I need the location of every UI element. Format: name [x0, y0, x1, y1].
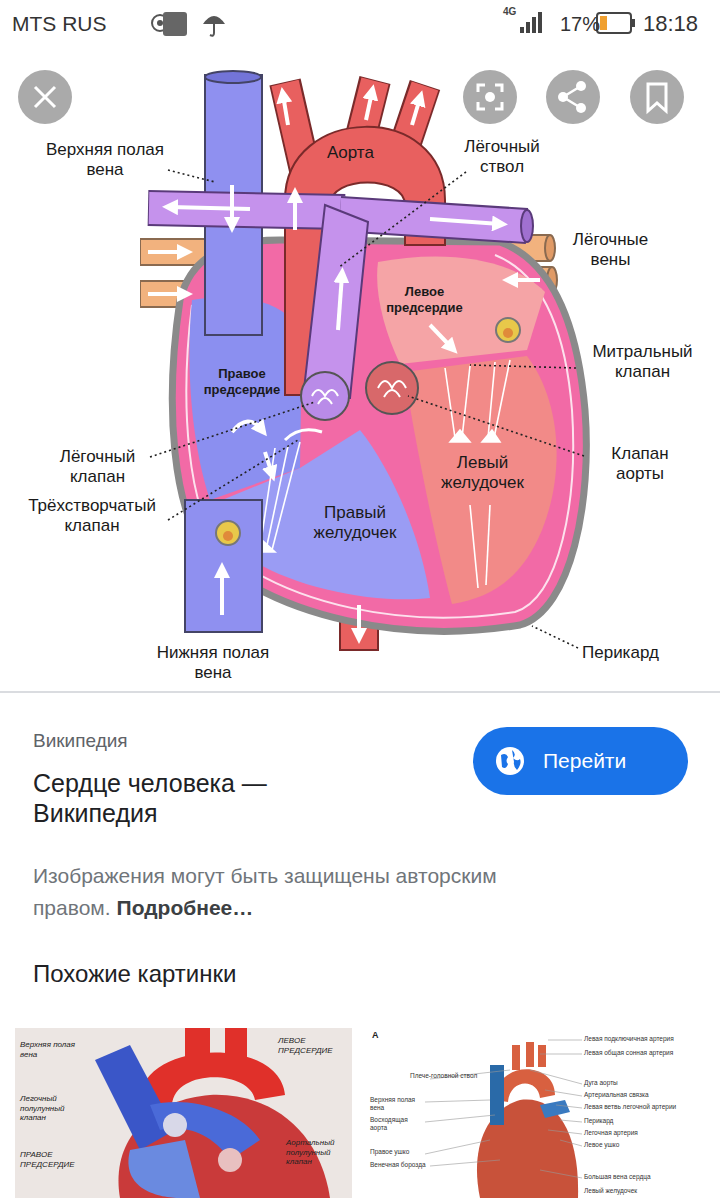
inferior-vena-cava — [185, 500, 262, 632]
valve-label: Клапан аорты — [595, 444, 685, 485]
carrier-name: MTS RUS — [12, 11, 107, 36]
vessel-label: Верхняя полая вена — [35, 140, 175, 181]
vessel-label: Аорта — [327, 143, 374, 163]
thumbnail-label: Левая подключичная артерия — [584, 1035, 702, 1043]
thumbnail-label: Легочная артерия — [584, 1129, 702, 1137]
thumbnail-label: Большая вена сердца — [584, 1173, 702, 1181]
thumbnail-2 — [368, 1028, 705, 1198]
thumbnail-label: Верхняя полая вена — [370, 1096, 425, 1112]
valve-label: Лёгочный клапан — [40, 447, 155, 488]
globe-icon — [495, 746, 525, 776]
thumbnail-label: Левая общая сонная артерия — [584, 1049, 702, 1057]
chamber-label: Левое предсердие — [372, 284, 477, 315]
thumbnail-label: Легочный полулунный клапан — [20, 1094, 82, 1123]
clock: 18:18 — [643, 11, 698, 37]
notice-text: Изображения могут быть защищены авторски… — [33, 864, 497, 919]
button-text: Перейти — [543, 749, 626, 773]
thumbnail-label: Левая ветвь легочной артерии — [584, 1103, 702, 1111]
thumbnail-label: Артериальная связка — [584, 1091, 702, 1099]
left-ventricle — [404, 356, 557, 604]
thumbnail-label: Правое ушко — [370, 1148, 425, 1156]
viewer-buttons — [18, 70, 684, 124]
vessel-label: Лёгочные вены — [558, 230, 663, 271]
page-title: Сердце человека — Википедия — [33, 768, 323, 828]
thumbnail-label: Верхняя полая вена — [20, 1040, 82, 1059]
pericardium-label: Перикард — [582, 643, 659, 663]
thumbnail-1 — [15, 1028, 352, 1198]
network-type: 4G — [503, 6, 516, 18]
thumbnail-label: Восходящая аорта — [370, 1116, 425, 1132]
battery-percent: 17% — [560, 12, 600, 36]
source-name: Википедия — [33, 730, 128, 753]
divider — [0, 691, 720, 693]
thumbnail-label: ЛЕВОЕ ПРЕДСЕРДИЕ — [278, 1036, 346, 1055]
pulmonary-trunk — [148, 205, 533, 398]
valve-label: Митральный клапан — [580, 342, 705, 383]
copyright-notice: Изображения могут быть защищены авторски… — [33, 860, 613, 923]
thumbnail-label: A — [372, 1030, 379, 1041]
chamber-label: Левый желудочек — [425, 453, 540, 494]
thumbnail-label: Левый желудочек — [584, 1187, 702, 1195]
thumbnail-label: Дуга аорты — [584, 1079, 702, 1087]
thumbnail-label: Аортальный полулунный клапан — [286, 1138, 348, 1167]
open-button: Перейти — [473, 727, 688, 795]
status-icons — [152, 12, 635, 36]
leader-lines — [150, 170, 584, 648]
thumbnail-label: Левое ушко — [584, 1141, 702, 1149]
chamber-label: Правый желудочек — [300, 503, 410, 544]
thumbnail-label: Плече-головной ствол — [410, 1072, 485, 1080]
chamber-label: Правое предсердие — [192, 366, 292, 397]
vessel-label: Нижняя полая вена — [148, 643, 278, 684]
section-heading: Похожие картинки — [33, 960, 236, 989]
more-link: Подробнее… — [117, 896, 254, 919]
valves — [216, 318, 520, 545]
thumbnail-label: Перикард — [584, 1117, 702, 1125]
thumbnail-label: Венечная борозда — [370, 1161, 432, 1169]
vessel-label: Лёгочный ствол — [452, 137, 552, 178]
thumbnail-label: ПРАВОЕ ПРЕДСЕРДИЕ — [20, 1150, 86, 1169]
valve-label: Трёхстворчатый клапан — [12, 496, 172, 537]
